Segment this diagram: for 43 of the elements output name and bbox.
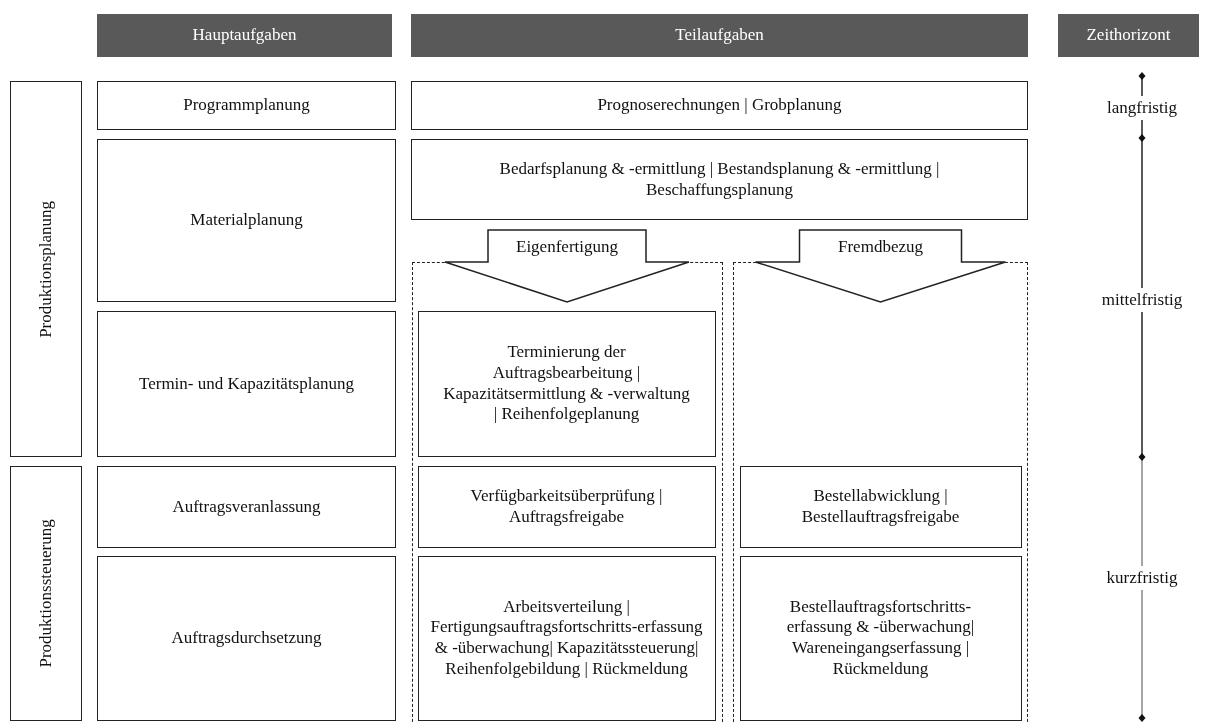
column-header xyxy=(411,14,1028,57)
column-header xyxy=(1058,14,1199,57)
group-band xyxy=(10,466,82,721)
task-text: Auftragsdurchsetzung xyxy=(171,628,322,649)
column-header xyxy=(97,14,392,57)
subtask-box xyxy=(739,465,1022,548)
subtask-box xyxy=(411,81,1028,130)
task-text: Bestellauftragsfortschritts-erfassung & -überwachung| Wareneingangserfassung | Rückmeldung xyxy=(785,596,976,680)
header-text: Hauptaufgaben xyxy=(192,25,297,46)
time-horizon-label: kurzfristig xyxy=(1106,566,1178,590)
subtask-box xyxy=(417,310,716,457)
task-box xyxy=(97,311,396,457)
task-box xyxy=(97,556,396,721)
task-text: Verfügbarkeitsüberprüfung | Auftragsfreigabe xyxy=(469,485,664,528)
task-box xyxy=(97,466,396,548)
edge-label: Eigenfertigung xyxy=(516,237,618,257)
task-text: Termin- und Kapazitätsplanung xyxy=(139,373,354,395)
subtask-box xyxy=(411,139,1028,220)
task-text: Programmplanung xyxy=(183,95,310,116)
header-text: Zeithorizont xyxy=(1086,25,1171,46)
task-text: Arbeitsverteilung | Fertigungsauftragsfortschritts-erfassung & -überwachung| Kapazitätssteuerung| Reihenfolgebildung | Rückmeldung xyxy=(430,596,703,680)
time-horizon-label: mittelfristig xyxy=(1101,288,1183,312)
task-text: Prognoserechnungen | Grobplanung xyxy=(597,95,842,116)
time-horizon-label: langfristig xyxy=(1107,96,1177,120)
task-text: Bedarfsplanung & -ermittlung | Bestandsplanung & -ermittlung | Beschaffungsplanung xyxy=(498,158,941,201)
group-band xyxy=(10,81,82,457)
subtask-box xyxy=(739,555,1022,721)
task-text: Terminierung der Auftragsbearbeitung | Kapazitätsermittlung & -verwaltung | Reihenfolgeplanung xyxy=(442,342,691,425)
group-label: Produktionssteuerung xyxy=(35,519,56,668)
edge-label: Fremdbezug xyxy=(838,237,923,257)
task-text: Bestellabwicklung | Bestellauftragsfreigabe xyxy=(800,485,961,528)
dashed-column xyxy=(733,262,1028,722)
block-arrow xyxy=(444,229,690,303)
task-box xyxy=(97,81,396,130)
dashed-column xyxy=(412,262,723,722)
task-text: Auftragsveranlassung xyxy=(172,496,321,518)
group-label: Produktionsplanung xyxy=(35,200,56,338)
block-arrow xyxy=(754,229,1007,303)
task-text: Materialplanung xyxy=(190,210,303,231)
task-box xyxy=(97,139,396,302)
subtask-box xyxy=(417,555,716,721)
header-text: Teilaufgaben xyxy=(675,25,764,46)
subtask-box xyxy=(417,465,716,548)
